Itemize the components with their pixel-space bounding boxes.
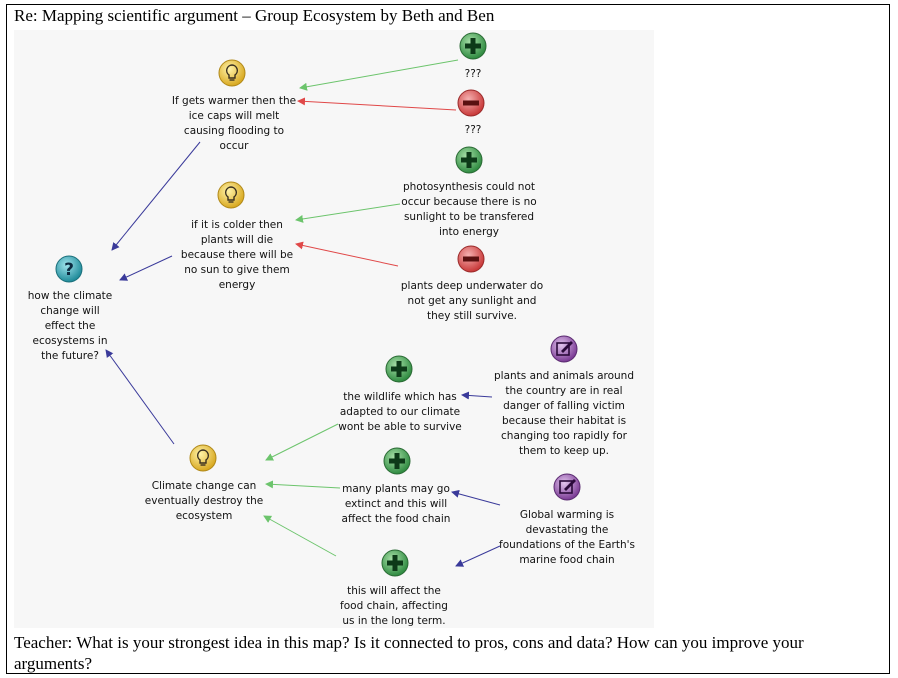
map-canvas: [14, 30, 654, 628]
question-icon[interactable]: ?: [54, 254, 84, 284]
idea-destroy-label: Climate change can eventually destroy th…: [144, 480, 264, 522]
plus-icon[interactable]: [382, 446, 412, 476]
plus-icon[interactable]: [384, 354, 414, 384]
arrow-pro-cold: [295, 203, 401, 223]
minus-icon[interactable]: [456, 244, 486, 274]
pro-cold-label: photosynthesis could not occur because t…: [401, 181, 537, 238]
page-title: Re: Mapping scientific argument – Group …: [14, 6, 495, 25]
data-habitat-label: plants and animals around the country ar…: [493, 370, 634, 457]
pro-plants-label: many plants may go extinct and this will…: [341, 483, 451, 525]
minus-icon[interactable]: [456, 88, 486, 118]
pro-ice-label: ???: [464, 68, 482, 80]
teacher-note: Teacher: What is your strongest idea in …: [14, 633, 804, 673]
arrow-con-ice: [297, 97, 457, 111]
idea-ice-label: If gets warmer then the ice caps will me…: [171, 95, 297, 152]
pro-wildlife-label: the wildlife which has adapted to our cl…: [338, 391, 462, 433]
lightbulb-icon[interactable]: [188, 443, 218, 473]
question-node-label: how the climate change will effect the e…: [27, 290, 113, 362]
svg-text:?: ?: [64, 260, 74, 280]
arrow-marine-plants: [451, 489, 501, 506]
arrow-marine-foodchain: [455, 545, 501, 567]
arrow-pro-ice: [299, 59, 459, 91]
lightbulb-icon[interactable]: [216, 180, 246, 210]
arrow-con-cold: [295, 241, 399, 267]
arrow-cold-question: [119, 255, 173, 281]
plus-icon[interactable]: [380, 548, 410, 578]
arrow-wildlife-destroy: [265, 423, 339, 461]
con-cold-label: plants deep underwater do not get any su…: [400, 280, 544, 322]
data-icon[interactable]: [549, 334, 579, 364]
arrow-foodchain-destroy: [263, 515, 337, 557]
idea-cold-label: if it is colder then plants will die bec…: [180, 219, 294, 291]
arrow-destroy-question: [105, 349, 175, 445]
arrow-habitat-wildlife: [461, 391, 493, 400]
data-marine-label: Global warming is devastating the founda…: [499, 509, 635, 566]
plus-icon[interactable]: [458, 31, 488, 61]
arrow-ice-question: [111, 141, 201, 251]
pro-foodchain-label: this will affect the food chain, affecti…: [340, 585, 448, 627]
arrow-plants-destroy: [265, 480, 341, 489]
lightbulb-icon[interactable]: [217, 58, 247, 88]
con-ice-label: ???: [464, 124, 482, 136]
data-icon[interactable]: [552, 472, 582, 502]
plus-icon[interactable]: [454, 145, 484, 175]
